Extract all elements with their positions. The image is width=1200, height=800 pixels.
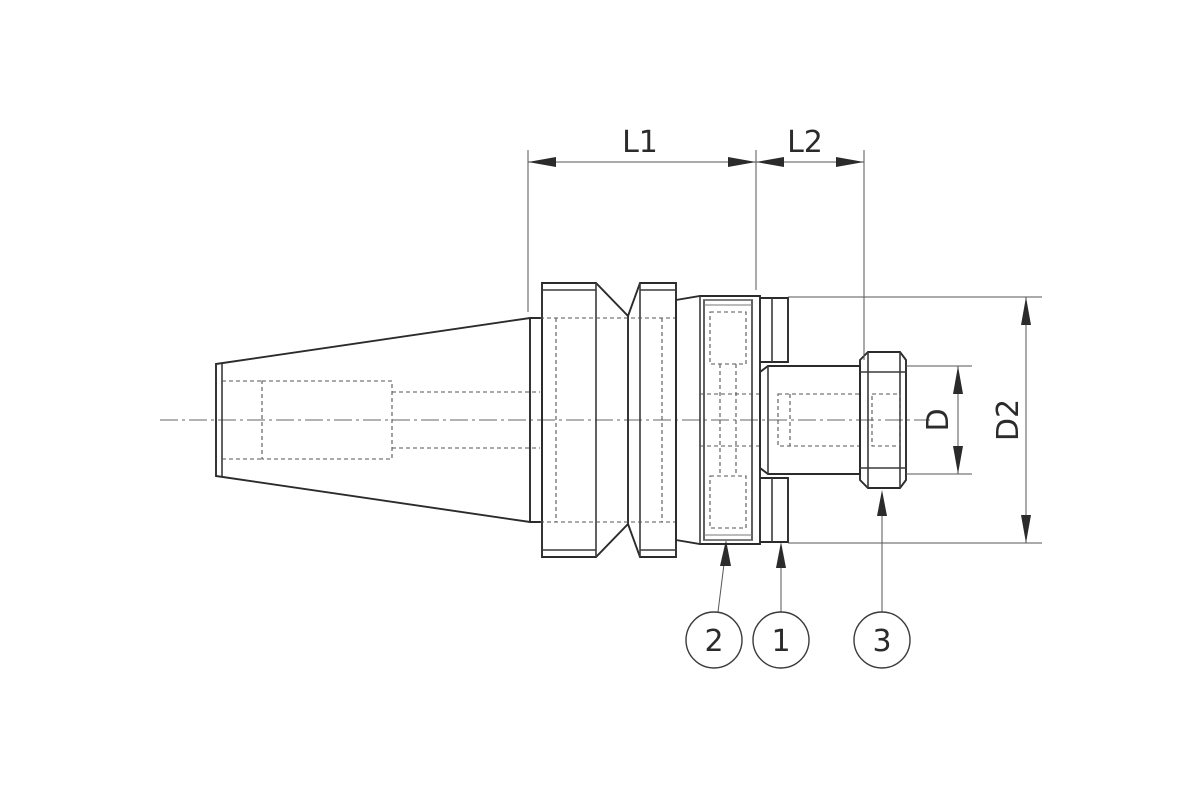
callout-1: 1: [752, 542, 810, 669]
clamping-nut: [859, 351, 907, 489]
holder-body: [675, 295, 789, 545]
callout-3: 3: [853, 490, 911, 669]
flange: [530, 282, 680, 558]
dimension-l1-l2: L1 L2: [527, 125, 865, 360]
callout-label-3: 3: [872, 624, 891, 659]
dimension-d2: D2: [788, 296, 1042, 544]
dimension-label-d2: D2: [991, 399, 1026, 441]
dimension-label-d: D: [921, 408, 956, 431]
dimension-label-l1: L1: [622, 125, 658, 160]
callout-label-1: 1: [771, 624, 790, 659]
callout-2: 2: [685, 540, 743, 669]
dimension-label-l2: L2: [787, 125, 823, 160]
callout-label-2: 2: [704, 624, 723, 659]
dimension-d: D: [906, 365, 972, 475]
hatched-ring-item-2: [703, 299, 753, 541]
